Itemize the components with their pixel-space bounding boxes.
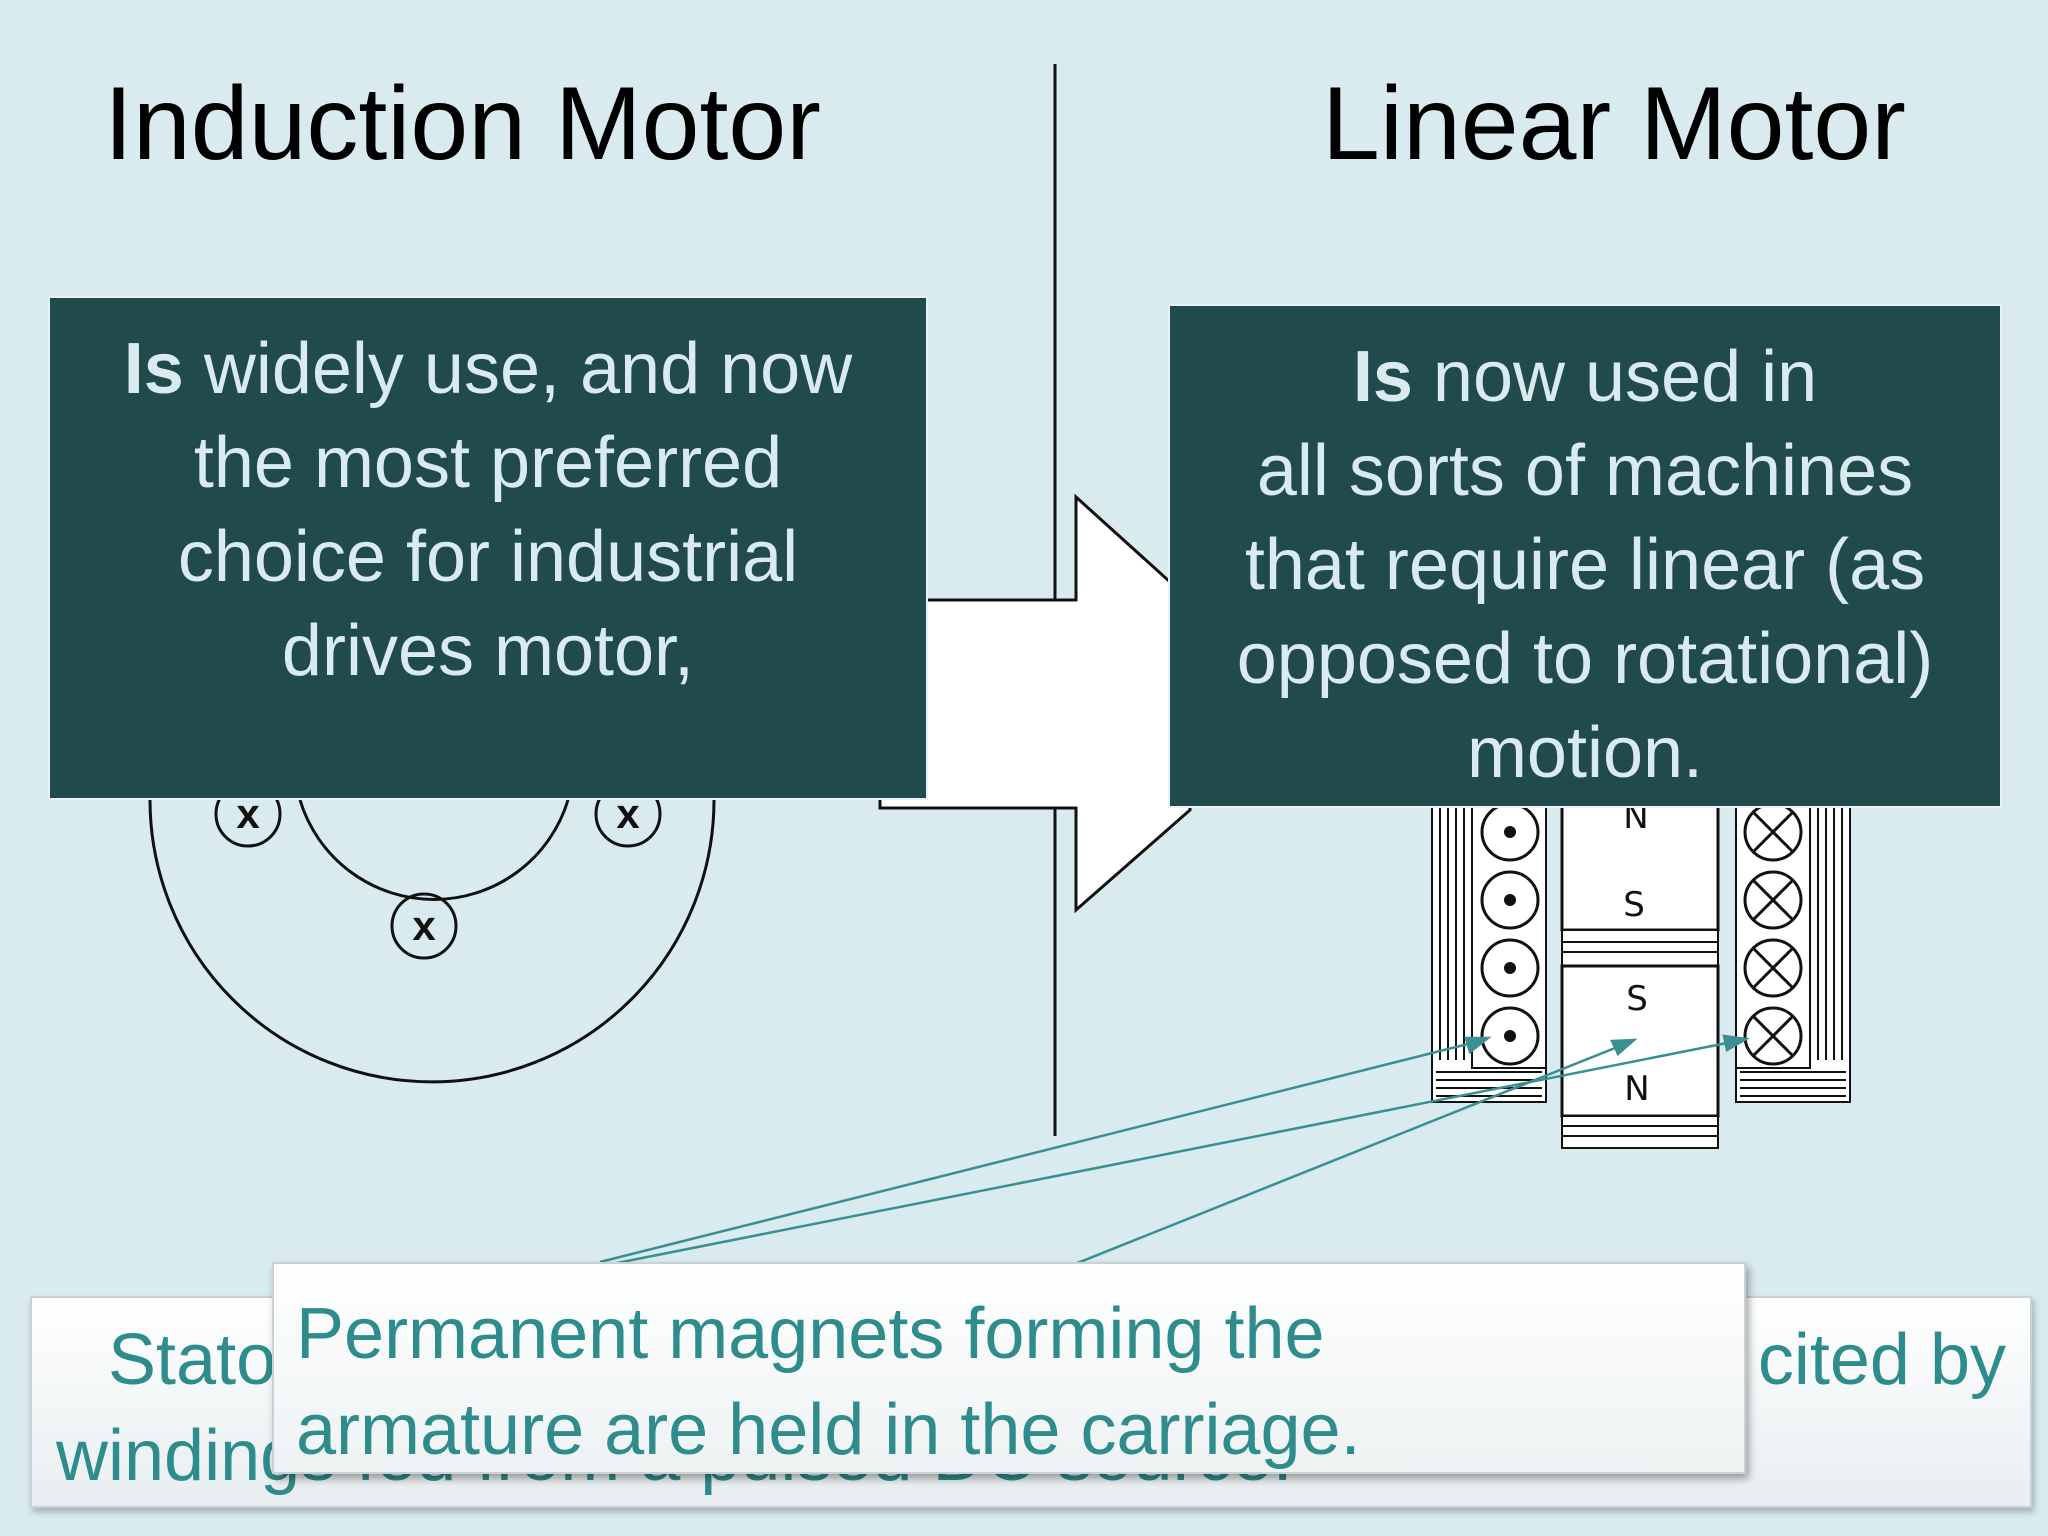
coil-dot: [1480, 870, 1540, 930]
description-line: motion.: [1466, 713, 1704, 793]
description-line: Is widely use, and now: [64, 322, 912, 416]
stator-caption-start: Stator: [108, 1320, 301, 1400]
description-line: that require linear (as: [1244, 525, 1926, 605]
linear-motor-description: Is now used in all sorts of machines tha…: [1168, 304, 2002, 808]
induction-motor-title: Induction Motor: [104, 66, 821, 182]
stator-caption-end: cited by: [1757, 1320, 2006, 1400]
svg-text:x: x: [412, 902, 436, 949]
induction-motor-diagram: x x x: [148, 780, 716, 1084]
caption-line: Permanent magnets forming the: [296, 1294, 1325, 1374]
caption-line: armature are held in the carriage.: [296, 1390, 1361, 1470]
permanent-magnets-caption: Permanent magnets forming the armature a…: [272, 1262, 1746, 1474]
carriage-base: [1561, 1115, 1719, 1149]
coil-dot: [1480, 1006, 1540, 1066]
transition-arrow: [878, 493, 1192, 914]
description-text: now used in: [1412, 337, 1818, 417]
coil-cross: [1743, 938, 1803, 998]
linear-motor-title: Linear Motor: [1322, 66, 1906, 182]
description-line: all sorts of machines: [1256, 431, 1914, 511]
description-line: Is now used in: [1178, 330, 1992, 424]
description-line: the most preferred: [193, 423, 783, 503]
stator-caption-line1: Stator cited by: [56, 1312, 2006, 1408]
coil-dot: [1480, 938, 1540, 998]
pole-label: S: [1623, 885, 1645, 925]
description-bold-lead: Is: [1352, 337, 1413, 417]
lower-magnet: [1560, 964, 1720, 1118]
coil-dot: [1480, 802, 1540, 862]
pole-label: S: [1626, 979, 1648, 1019]
description-line: drives motor,: [281, 611, 695, 691]
rotor-inner-arc: [298, 799, 570, 901]
magnet-gap: [1561, 929, 1719, 967]
induction-motor-description: Is widely use, and now the most preferre…: [48, 296, 928, 800]
conductor-cross: x: [390, 892, 458, 960]
stator-outer-arc: [148, 799, 716, 1084]
description-line: opposed to rotational): [1236, 619, 1934, 699]
description-line: choice for industrial: [177, 517, 799, 597]
coil-cross: [1743, 870, 1803, 930]
coil-cross: [1743, 1006, 1803, 1066]
coil-cross: [1743, 802, 1803, 862]
description-text: widely use, and now: [183, 329, 853, 409]
pole-label: N: [1624, 1069, 1649, 1109]
description-bold-lead: Is: [123, 329, 184, 409]
pointer-lines: [599, 1034, 1750, 1280]
